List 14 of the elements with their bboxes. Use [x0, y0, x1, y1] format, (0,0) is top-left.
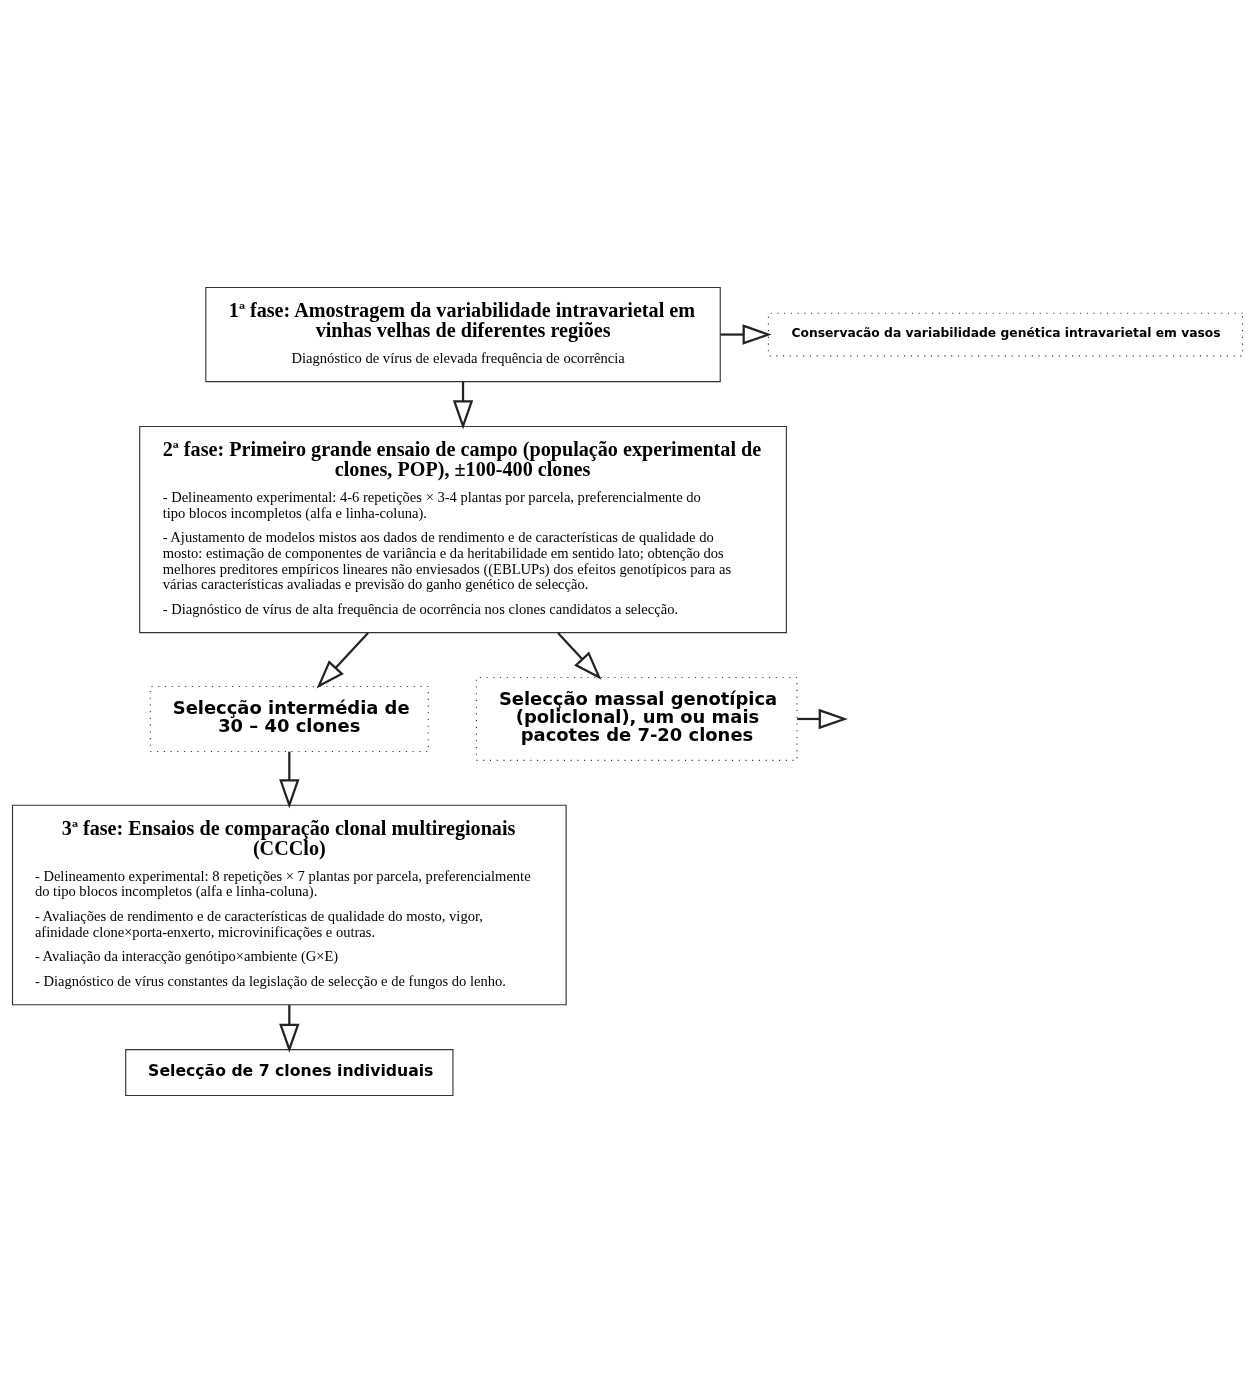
- arrow: [797, 708, 848, 730]
- node-box: Conservacão da variabilidade genética intravarietal em vasos: [767, 312, 1244, 357]
- arrow: [279, 1005, 300, 1053]
- arrow: [316, 632, 369, 689]
- node-box: Selecção de 7 clones individuais: [125, 1049, 454, 1097]
- node-box: 3ª fase: Ensaios de comparação clonal multiregionais (CCClo) - Delineamento experimental: 8 repetições × 7 plantas por parcela, preferencialmente do tipo blocos incompletos (alfa e linha-coluna). - Avaliações de rendimento e de características de qualidade do mosto, vigor, afinidade clone×porta-enxerto, microvinificações e outras. - Avaliação da interacção genótipo×ambiente (G×E) - Diagnóstico de vírus constantes da legislação de selecção e de fungos do lenho.: [11, 804, 567, 1006]
- arrow: [720, 324, 772, 345]
- arrow: [557, 632, 602, 680]
- node-box: 2ª fase: Primeiro grande ensaio de campo (população experimental de clones, POP), ±100-400 clones - Delineamento experimental: 4-6 repetições × 3-4 plantas por parcela, preferencialmente do tipo blocos incompletos (alfa e linha-coluna). - Ajustamento de modelos mistos aos dados de rendimento e de características de qualidade do mosto: estimação de componentes de variância e da heritabilidade em sentido lato; obtenção dos melhores preditores empíricos lineares não enviesados ((EBLUPs) dos efeitos genotípicos para as várias características avaliadas e previsão do ganho genético de selecção. - Diagnóstico de vírus de alta frequência de ocorrência nos clones candidatos a selecção.: [139, 425, 787, 634]
- arrow: [279, 751, 300, 809]
- node-box: Selecção massal genotípica (policlonal), um ou mais pacotes de 7-20 clones: [475, 676, 798, 761]
- node-box: 1ª fase: Amostragem da variabilidade intravarietal em vinhas velhas de diferentes regiões Diagnóstico de vírus de elevada frequência de ocorrência: [205, 286, 721, 383]
- node-box: Selecção intermédia de 30 – 40 clones: [149, 685, 429, 752]
- arrow: [452, 381, 474, 430]
